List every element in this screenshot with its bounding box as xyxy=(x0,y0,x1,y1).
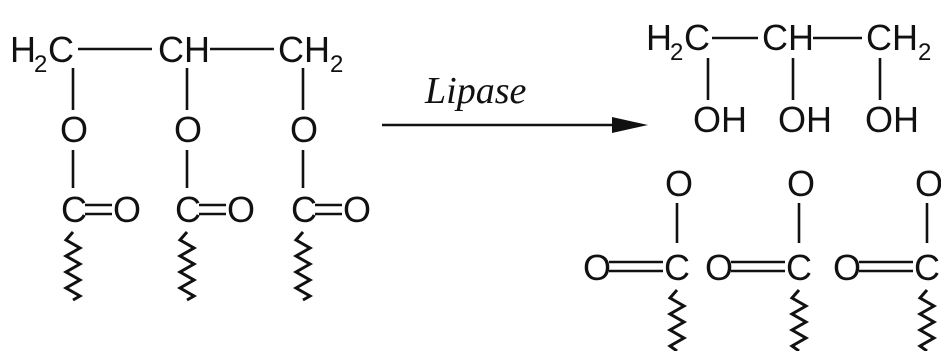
fatty-acid-2-top-o: O xyxy=(787,163,815,204)
fatty-acid-3-carbonyl-o: O xyxy=(833,247,861,288)
substrate-ch2-ch: CH xyxy=(278,29,330,70)
enzyme-label: Lipase xyxy=(424,70,526,112)
glycerol-molecule: H 2 C CH CH 2 OH OH OH xyxy=(646,17,931,140)
substrate-alkyl-chain-3 xyxy=(292,231,314,302)
fatty-acid-1-carbon: C xyxy=(664,247,690,288)
substrate-alkyl-chain-2 xyxy=(176,231,198,302)
glycerol-h2c-subscript: 2 xyxy=(670,39,683,66)
substrate-carbonyl-c-2: C xyxy=(175,189,201,230)
fatty-acid-3-carbon: C xyxy=(914,247,940,288)
substrate-carbonyl-o-3: O xyxy=(343,189,371,230)
fatty-acids: O O C O O C O O C xyxy=(583,163,941,351)
substrate-carbonyl-c-1: C xyxy=(61,189,87,230)
substrate-carbonyl-o-2: O xyxy=(227,189,255,230)
fatty-acid-2-carbonyl-o: O xyxy=(705,247,733,288)
substrate-ester-o-2: O xyxy=(174,109,202,150)
glycerol-hydroxyl-2: OH xyxy=(778,99,832,140)
fatty-acid-2-carbon: C xyxy=(786,247,812,288)
substrate-h2c-c: C xyxy=(48,29,74,70)
fatty-acid-2-alkyl-chain xyxy=(788,289,810,351)
substrate-ester-o-1: O xyxy=(60,109,88,150)
reaction-arrow-head xyxy=(612,117,648,133)
substrate-ester-o-3: O xyxy=(290,109,318,150)
fatty-acid-1-carbonyl-o: O xyxy=(583,247,611,288)
substrate-alkyl-chain-1 xyxy=(62,231,84,302)
triglyceride-molecule: H 2 C CH CH 2 O C O O C O O C O xyxy=(10,29,371,302)
glycerol-ch2-subscript: 2 xyxy=(918,39,931,66)
fatty-acid-1-top-o: O xyxy=(665,163,693,204)
substrate-carbonyl-o-1: O xyxy=(113,189,141,230)
glycerol-hydroxyl-1: OH xyxy=(693,99,747,140)
fatty-acid-1-alkyl-chain xyxy=(666,289,688,351)
substrate-h2c-h: H xyxy=(10,29,36,70)
fatty-acid-3-alkyl-chain xyxy=(916,289,938,351)
reaction-arrow: Lipase xyxy=(382,70,648,133)
glycerol-h2c-c: C xyxy=(684,17,710,58)
glycerol-ch: CH xyxy=(762,17,814,58)
substrate-ch: CH xyxy=(158,29,210,70)
fatty-acid-3-top-o: O xyxy=(915,163,941,204)
substrate-carbonyl-c-3: C xyxy=(291,189,317,230)
glycerol-h2c-h: H xyxy=(646,17,672,58)
substrate-h2c-subscript: 2 xyxy=(34,51,47,78)
glycerol-hydroxyl-3: OH xyxy=(865,99,919,140)
glycerol-ch2-ch: CH xyxy=(866,17,918,58)
substrate-ch2-subscript: 2 xyxy=(330,51,343,78)
